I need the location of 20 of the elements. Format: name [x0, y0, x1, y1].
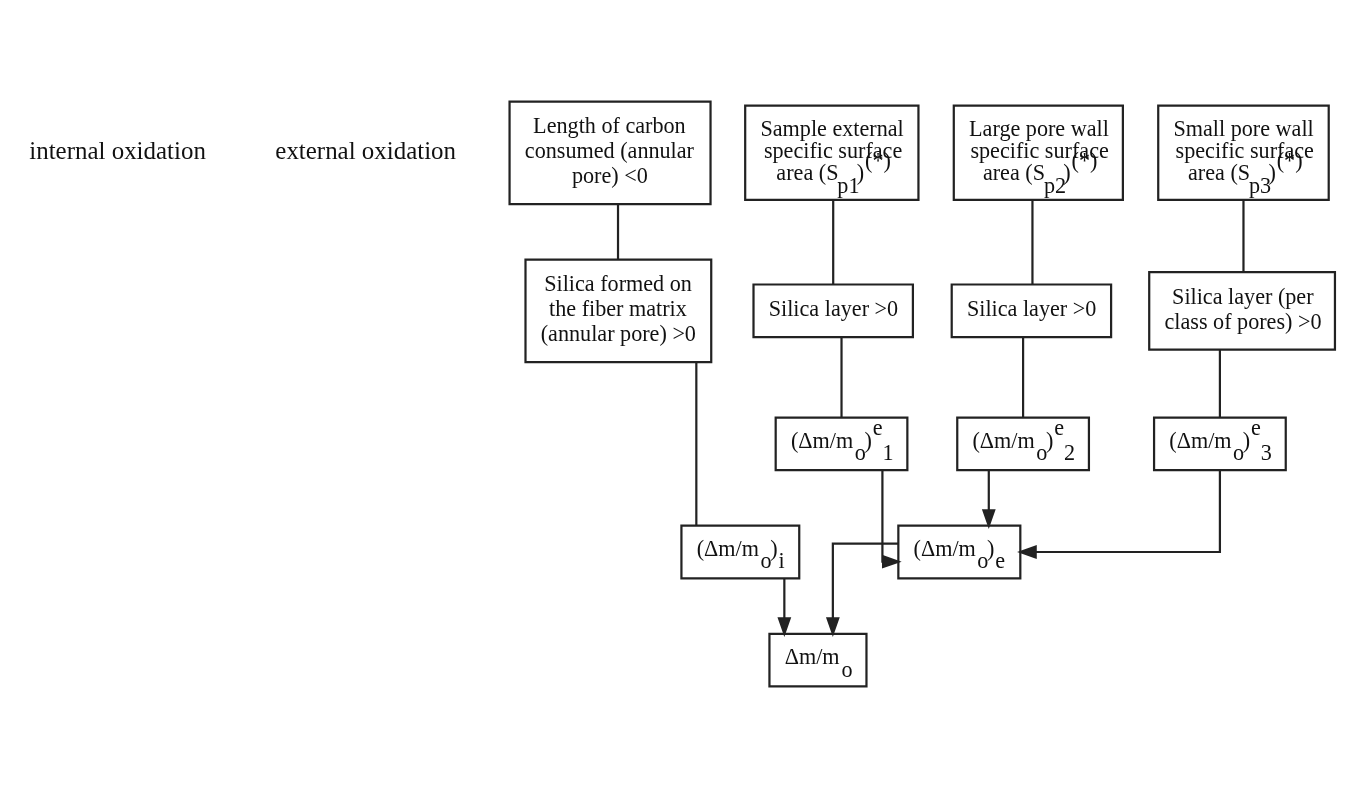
- connector: [832, 199, 835, 284]
- arrow: [881, 470, 902, 569]
- node-box: Length of carbon consumed (annular pore) <0: [508, 99, 712, 205]
- connector: [1242, 199, 1245, 272]
- arrow: [825, 542, 899, 637]
- node-box: Silica formed on the fiber matrix (annular pore) >0: [524, 257, 713, 363]
- label: external oxidation: [275, 136, 457, 164]
- label: internal oxidation: [29, 136, 206, 164]
- arrow: [1017, 470, 1221, 559]
- connector: [695, 362, 698, 526]
- node-box: Silica layer >0: [950, 282, 1113, 338]
- arrow: [777, 578, 792, 637]
- connector: [616, 203, 620, 259]
- connector: [1022, 337, 1025, 417]
- arrow: [981, 470, 996, 529]
- node-box: Silica layer >0: [752, 282, 914, 338]
- connector: [1218, 349, 1221, 417]
- node-box: Silica layer (per class of pores) >0: [1148, 270, 1337, 351]
- connector: [1031, 199, 1034, 284]
- connector: [840, 337, 843, 417]
